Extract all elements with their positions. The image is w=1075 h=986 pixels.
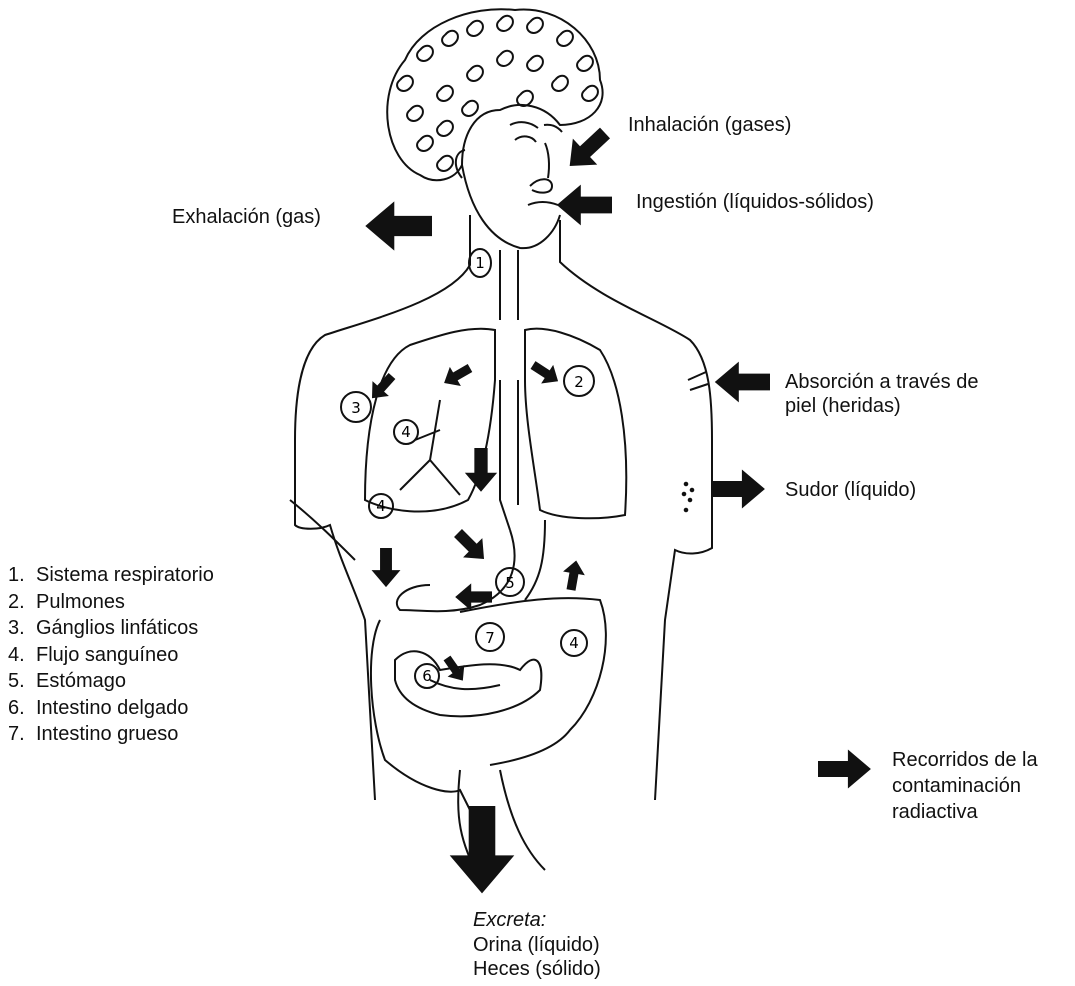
- legend-item: 7.Intestino grueso: [8, 721, 214, 748]
- arrow-to-stomach: [448, 523, 493, 568]
- skin-marks: [683, 372, 708, 511]
- svg-text:5: 5: [505, 574, 515, 592]
- ingestion-label: Ingestión (líquidos-sólidos): [636, 190, 874, 214]
- arrow-skin-absorption: [715, 362, 770, 403]
- marker-blood-1: 4: [394, 420, 418, 444]
- svg-text:2: 2: [574, 373, 584, 391]
- digestive-drawing: [290, 500, 606, 880]
- marker-blood-2: 4: [369, 494, 393, 518]
- marker-small-intestine: 6: [415, 664, 439, 688]
- arrow-sweat: [712, 469, 765, 508]
- excretion-title: Excreta:: [473, 908, 601, 933]
- arrow-inhalation: [558, 120, 618, 179]
- arrow-exhalation: [365, 201, 432, 250]
- svg-text:4: 4: [401, 423, 411, 441]
- marker-stomach: 5: [496, 568, 524, 596]
- key-line-2: contaminación: [892, 773, 1072, 799]
- svg-text:1: 1: [475, 254, 485, 272]
- svg-text:4: 4: [569, 634, 579, 652]
- absorption-line-2: piel (heridas): [785, 394, 978, 418]
- arrow-to-blood: [560, 559, 587, 592]
- excretion-line-2: Heces (sólido): [473, 957, 601, 982]
- arrow-left-descend: [372, 548, 401, 587]
- excretion-label: Excreta: Orina (líquido) Heces (sólido): [473, 908, 601, 982]
- inhalation-label: Inhalación (gases): [628, 113, 791, 137]
- excretion-line-1: Orina (líquido): [473, 933, 601, 958]
- svg-text:6: 6: [422, 667, 432, 685]
- key-line-3: radiactiva: [892, 799, 1072, 825]
- svg-text:3: 3: [351, 399, 361, 417]
- marker-blood-3: 4: [561, 630, 587, 656]
- arrow-key-label: Recorridos de la contaminación radiactiv…: [892, 747, 1072, 825]
- face-drawing: [456, 122, 562, 248]
- legend-item: 3.Gánglios linfáticos: [8, 615, 214, 642]
- legend-item: 6.Intestino delgado: [8, 695, 214, 722]
- marker-lymph: 3: [341, 392, 371, 422]
- hair-drawing: [387, 9, 602, 180]
- legend-item: 1.Sistema respiratorio: [8, 562, 214, 589]
- svg-text:7: 7: [485, 629, 495, 647]
- svg-text:4: 4: [376, 497, 386, 515]
- arrow-into-left-lung: [439, 358, 476, 392]
- key-line-1: Recorridos de la: [892, 747, 1072, 773]
- marker-large-intestine: 7: [476, 623, 504, 651]
- key-arrow: [818, 749, 871, 788]
- arrow-ingestion: [557, 185, 612, 226]
- absorption-line-1: Absorción a través de: [785, 370, 978, 394]
- legend-item: 4.Flujo sanguíneo: [8, 642, 214, 669]
- marker-respiratory: 1: [469, 249, 491, 277]
- marker-lungs: 2: [564, 366, 594, 396]
- organ-legend: 1.Sistema respiratorio 2.Pulmones 3.Gáng…: [8, 562, 214, 748]
- sweat-label: Sudor (líquido): [785, 478, 916, 502]
- absorption-label: Absorción a través de piel (heridas): [785, 370, 978, 418]
- route-arrows: [364, 120, 871, 893]
- arrow-trachea-down: [465, 448, 497, 492]
- legend-item: 5.Estómago: [8, 668, 214, 695]
- arrow-into-right-lung: [527, 356, 564, 391]
- exhalation-label: Exhalación (gas): [172, 205, 321, 229]
- legend-item: 2.Pulmones: [8, 589, 214, 616]
